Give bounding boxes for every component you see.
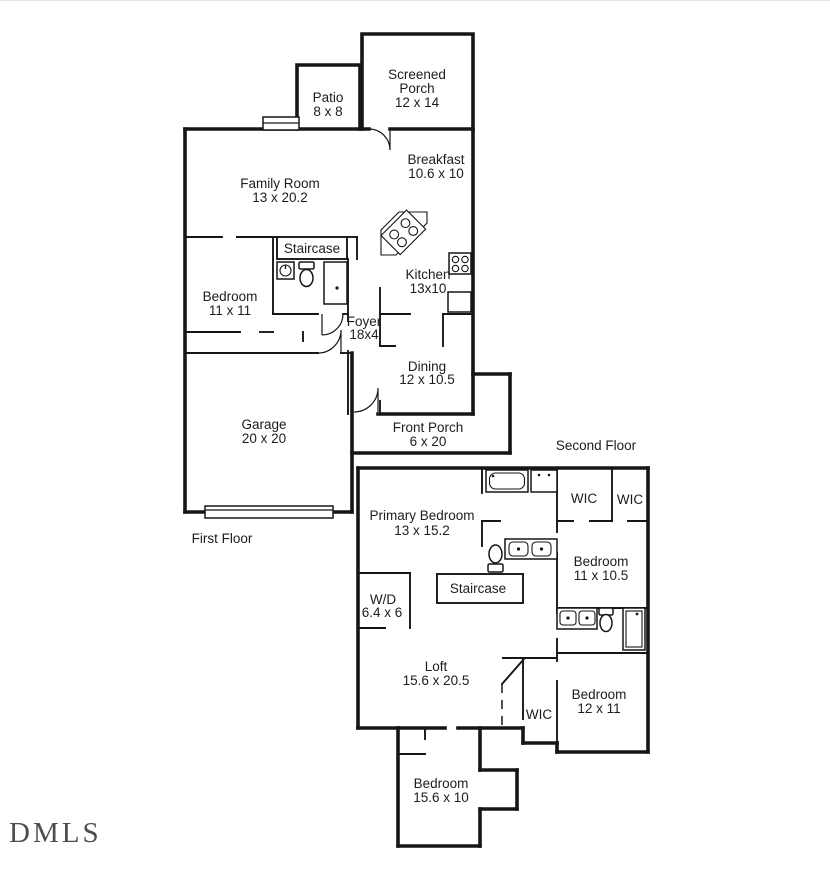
garage-entry-door-arc [317, 329, 342, 354]
room-dims-screened-porch: 12 x 14 [395, 95, 440, 110]
room-label-staircase-second: Staircase [450, 581, 506, 596]
double-sink-icon [504, 538, 558, 560]
garage-door-icon [204, 505, 334, 519]
room-label-wd: W/D [370, 592, 396, 607]
room-label-dining: Dining [408, 359, 446, 374]
room-dims-loft: 15.6 x 20.5 [403, 673, 470, 688]
toilet-icon [298, 261, 315, 288]
double-sink-icon [556, 607, 598, 630]
room-label-loft: Loft [425, 659, 448, 674]
room-dims-dining: 12 x 10.5 [399, 372, 455, 387]
room-dims-front-porch: 6 x 20 [410, 434, 447, 449]
room-dims-family-room: 13 x 20.2 [252, 190, 308, 205]
toilet-icon [598, 607, 614, 633]
room-label-bedroom-4: Bedroom [414, 776, 469, 791]
room-label-bedroom-first: Bedroom [203, 289, 258, 304]
first-floor-exterior-walls [183, 32, 512, 514]
stove-icon [448, 252, 472, 275]
toilet-icon [487, 544, 504, 573]
dmls-watermark: DMLS [9, 817, 102, 849]
room-label-wic-1: WIC [571, 491, 597, 506]
room-dims-patio: 8 x 8 [313, 104, 342, 119]
room-dims-wd: 6.4 x 6 [362, 605, 403, 620]
second-floor-title: Second Floor [556, 438, 637, 453]
room-dims-bedroom-4: 15.6 x 10 [413, 790, 469, 805]
room-label-family-room: Family Room [240, 176, 320, 191]
shower-icon [323, 261, 348, 305]
room-label-bedroom-2: Bedroom [574, 554, 629, 569]
room-label-breakfast: Breakfast [407, 152, 464, 167]
room-label-front-porch: Front Porch [393, 420, 464, 435]
front-door-arc [353, 387, 379, 413]
kitchen-island-icon [380, 209, 428, 256]
room-dims-bedroom-first: 11 x 11 [209, 303, 251, 318]
shower-icon [622, 607, 646, 651]
room-labels: Screened Porch 12 x 14 Patio 8 x 8 Famil… [192, 67, 644, 805]
room-dims-kitchen: 13x10 [410, 281, 447, 296]
first-floor-title: First Floor [192, 531, 253, 546]
first-floor-doors [317, 128, 391, 413]
bath-door-arc [321, 313, 344, 336]
staircase-first-box [276, 236, 348, 260]
room-label-foyer: Foyer [347, 314, 382, 329]
second-floor-fixtures [485, 469, 646, 651]
sink-icon [276, 261, 295, 280]
room-dims-garage: 20 x 20 [242, 431, 286, 446]
room-label-screened-porch: Screened [388, 67, 446, 82]
room-label-garage: Garage [241, 417, 286, 432]
breakfast-door-arc [368, 128, 391, 151]
room-label-patio: Patio [313, 90, 344, 105]
room-label-bedroom-3: Bedroom [572, 687, 627, 702]
shower-icon [530, 469, 558, 493]
room-dims-bedroom-2: 11 x 10.5 [574, 568, 629, 583]
room-dims-primary-bedroom: 13 x 15.2 [394, 523, 450, 538]
room-label-staircase-first: Staircase [284, 241, 340, 256]
first-floor-fixtures [204, 116, 472, 519]
room-dims-bedroom-3: 12 x 11 [577, 701, 620, 716]
bathtub-icon [485, 469, 529, 493]
room-dims-breakfast: 10.6 x 10 [408, 166, 464, 181]
kitchen-counter-icon [447, 291, 472, 313]
room-label-screened-porch-line2: Porch [399, 81, 434, 96]
first-floor-interior-walls [184, 236, 474, 415]
patio-slider-icon [262, 116, 300, 131]
room-label-kitchen: Kitchen [405, 267, 450, 282]
room-dims-foyer: 18x4 [349, 327, 379, 342]
room-label-wic-3: WIC [526, 707, 552, 722]
staircase-second-box [436, 573, 524, 604]
room-label-primary-bedroom: Primary Bedroom [369, 508, 474, 523]
room-label-wic-2: WIC [617, 492, 643, 507]
second-floor-exterior-walls [356, 466, 650, 848]
